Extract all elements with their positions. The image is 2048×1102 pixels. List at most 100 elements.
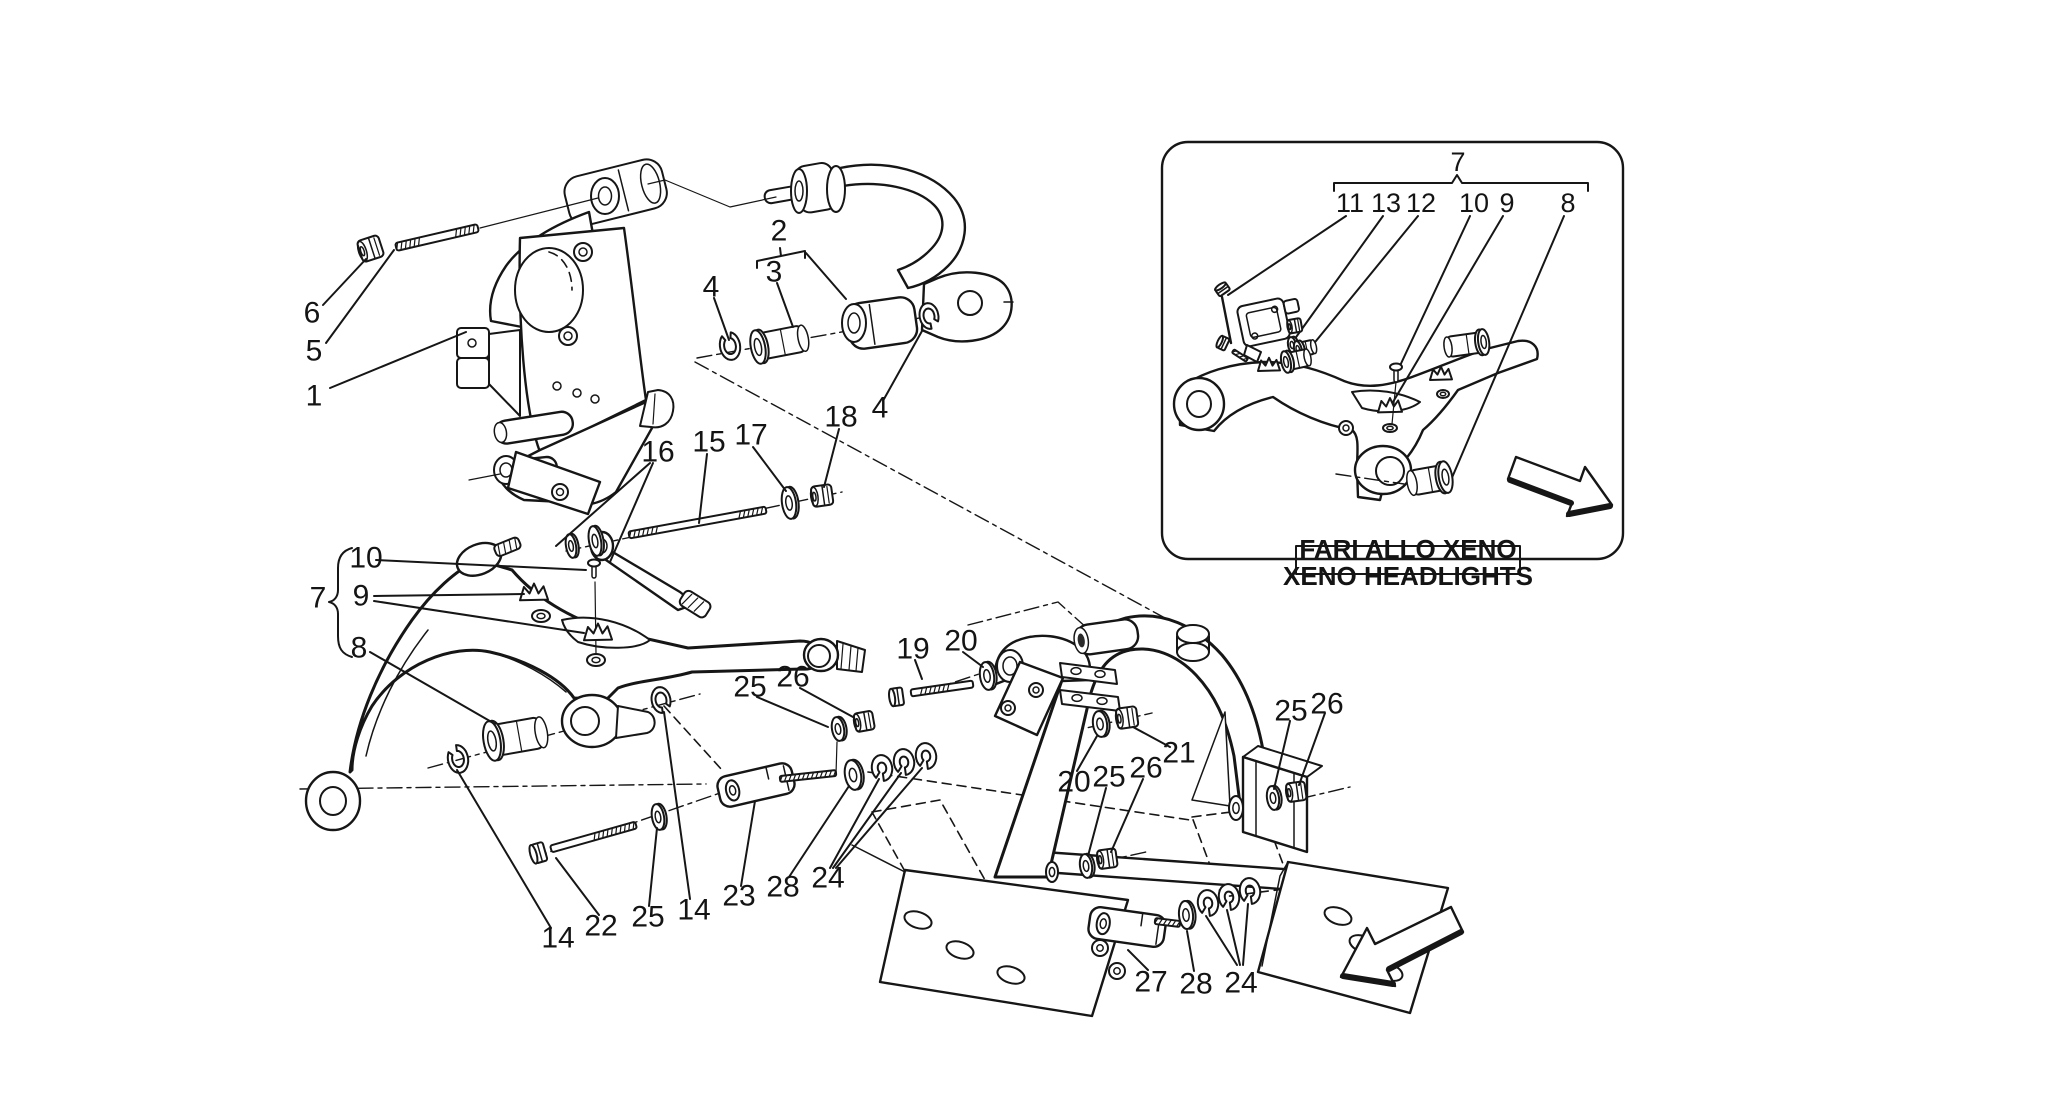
- bushing: [1443, 328, 1491, 358]
- retainer-clip: [583, 622, 613, 642]
- callout-15: 15: [692, 426, 725, 459]
- hex-nut: [1284, 780, 1308, 803]
- snap-ring: [914, 742, 938, 770]
- bushing: [749, 324, 810, 365]
- callout-7-main: 7: [310, 582, 327, 615]
- washer: [564, 532, 580, 559]
- callout-5: 5: [306, 335, 323, 368]
- inset-caption-italian: FARI ALLO XENO: [1299, 534, 1516, 564]
- inset-callout-11: 11: [1336, 188, 1364, 218]
- callout-14-left: 14: [541, 922, 574, 955]
- inset-callout-7: 7: [1450, 147, 1465, 177]
- callout-6: 6: [304, 297, 321, 330]
- ring: [1228, 795, 1244, 821]
- snap-ring: [650, 686, 672, 714]
- snap-ring: [870, 754, 894, 782]
- retainer-clip: [519, 582, 549, 602]
- ring: [1436, 389, 1450, 399]
- callout-26-c: 26: [1310, 688, 1343, 721]
- direction-arrow-main: [1339, 905, 1465, 988]
- retainer-clip: [1377, 397, 1403, 414]
- callout-25-a: 25: [631, 901, 664, 934]
- snap-ring: [446, 744, 470, 774]
- washer: [1177, 899, 1197, 930]
- bolt-head: [1214, 281, 1231, 298]
- callout-25-b: 25: [733, 671, 766, 704]
- callout-26-a: 26: [776, 661, 809, 694]
- hex-nut: [852, 710, 876, 733]
- bolt-shaft: [549, 821, 638, 853]
- inset-panel: [1160, 140, 1625, 575]
- callout-24-right: 24: [1224, 967, 1257, 1000]
- bolt-shaft: [627, 505, 768, 540]
- screw: [587, 558, 601, 579]
- adjuster-clamp: [716, 762, 796, 808]
- callout-26-b: 26: [1129, 752, 1162, 785]
- washer: [978, 660, 998, 691]
- direction-arrow-inset: [1506, 455, 1614, 518]
- ring: [1045, 861, 1059, 883]
- callout-28-left: 28: [766, 871, 799, 904]
- bolt-shaft: [1153, 917, 1182, 928]
- callout-16: 16: [641, 436, 674, 469]
- bolt-shaft: [394, 223, 480, 252]
- snap-ring: [1217, 883, 1241, 911]
- callout-labels: 6 5 1 2 3 4 4 16 15 17 18 7 10 9 8 14 22…: [304, 147, 1576, 1001]
- bolt-head: [1215, 334, 1231, 352]
- bolt-head: [888, 686, 905, 708]
- group-brace: [328, 547, 353, 658]
- hex-nut: [1114, 705, 1140, 730]
- bolt-head: [528, 841, 549, 865]
- callout-28-right: 28: [1179, 968, 1212, 1001]
- hex-nut: [1095, 847, 1119, 870]
- callout-25-c: 25: [1092, 761, 1125, 794]
- washer: [1091, 709, 1111, 738]
- bolt-shaft: [1231, 348, 1249, 363]
- retainer-clip: [1257, 356, 1281, 372]
- ring: [1382, 423, 1398, 433]
- snap-ring: [918, 302, 940, 330]
- callout-2: 2: [771, 215, 788, 248]
- inset-border: [1160, 140, 1625, 561]
- inset-callout-12: 12: [1406, 188, 1436, 218]
- bushing: [1279, 348, 1312, 374]
- callout-4-left: 4: [703, 271, 720, 304]
- callout-10-main: 10: [349, 542, 382, 575]
- inset-group-bracket: [1333, 174, 1589, 192]
- inset-callout-9: 9: [1499, 188, 1514, 218]
- subframe: [851, 614, 1450, 1018]
- callout-4-right: 4: [872, 392, 889, 425]
- inset-leader-lines: [1227, 215, 1565, 488]
- washer: [830, 715, 848, 742]
- callout-25-d: 25: [1274, 695, 1307, 728]
- callout-18: 18: [824, 401, 857, 434]
- adjuster-clamp: [1087, 905, 1167, 949]
- washer: [1078, 852, 1096, 879]
- snap-ring: [1196, 889, 1220, 917]
- callout-22: 22: [584, 910, 617, 943]
- callout-3: 3: [766, 256, 783, 289]
- callout-8-main: 8: [351, 632, 368, 665]
- steering-knuckle: [456, 158, 675, 516]
- leader-lines: [322, 247, 1326, 972]
- washer: [780, 485, 800, 520]
- callout-23: 23: [722, 880, 755, 913]
- snap-ring: [1238, 877, 1262, 905]
- inset-callout-8: 8: [1560, 188, 1575, 218]
- callout-9-main: 9: [353, 580, 370, 613]
- callout-17: 17: [734, 419, 767, 452]
- hex-nut: [1286, 317, 1304, 335]
- snap-ring: [718, 331, 742, 361]
- bushing: [482, 716, 549, 762]
- washer: [587, 524, 605, 557]
- callout-27: 27: [1134, 966, 1167, 999]
- callout-21: 21: [1162, 737, 1195, 770]
- screw: [1389, 362, 1403, 383]
- snap-ring: [892, 748, 916, 776]
- callout-24-left: 24: [811, 862, 844, 895]
- washer: [1265, 784, 1283, 811]
- washer: [843, 758, 865, 791]
- upper-wishbone: [479, 162, 1014, 350]
